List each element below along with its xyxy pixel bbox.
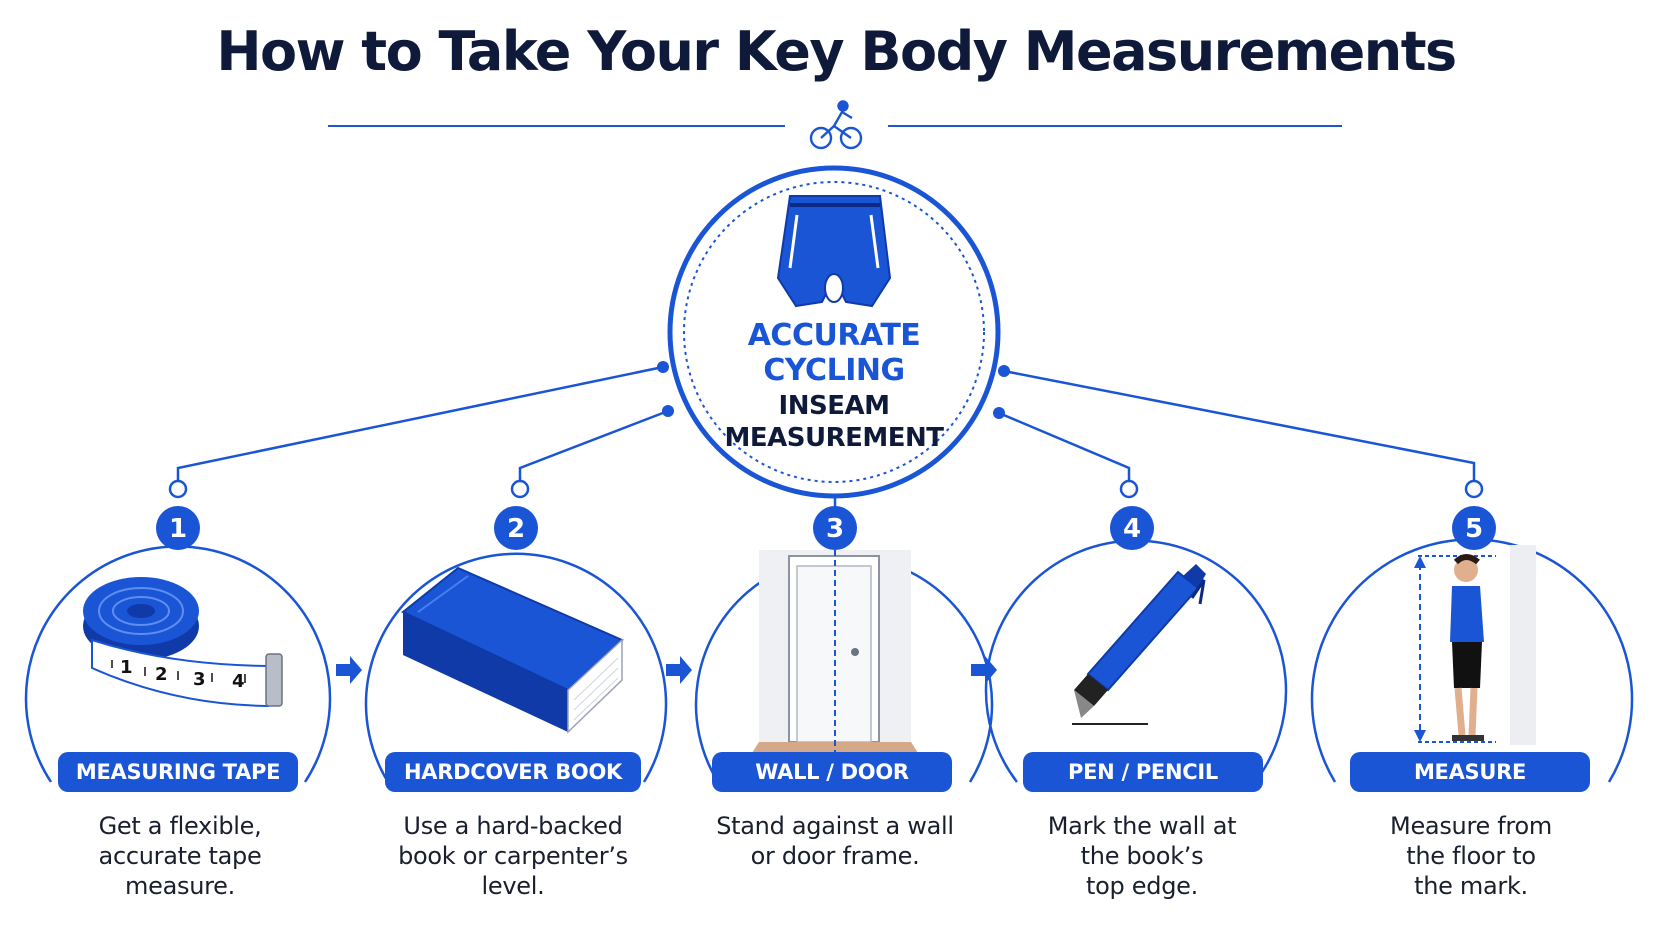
step-4-desc-line: Mark the wall at: [1047, 812, 1237, 840]
step-5-label: MEASURE: [1350, 752, 1590, 792]
step-2-number-badge: [494, 506, 538, 550]
step-4-desc-line: top edge.: [1086, 872, 1198, 900]
step-4-desc-line: the book’s: [1080, 842, 1204, 870]
hub-inner-ring: [683, 181, 985, 483]
measuring-tape-icon: 1 2 3 4: [83, 577, 283, 708]
step-2-arc: [364, 552, 668, 783]
step-1-label: MEASURING TAPE: [58, 752, 298, 792]
step-3-desc-line: or door frame.: [750, 842, 920, 870]
step-4-description: Mark the wall at the book’s top edge.: [997, 811, 1287, 901]
step-3-label: WALL / DOOR FRAME: [712, 752, 952, 824]
step-1-panel: 1 2 3 4: [24, 545, 332, 783]
hub-title-line-3: INSEAM: [778, 391, 890, 421]
cyclist-icon: [809, 100, 863, 150]
tape-tick-3: 3: [193, 669, 206, 690]
step-2-description: Use a hard-backed book or carpenter’s le…: [368, 811, 658, 901]
tape-tick-1: 1: [120, 657, 133, 678]
step-2-label: HARDCOVER BOOK: [385, 752, 641, 792]
hub-title-line-4: MEASUREMENT: [724, 423, 944, 453]
step-5-desc-line: Measure from: [1390, 812, 1552, 840]
step-4-number-badge: [1110, 506, 1154, 550]
step-1-desc-line: Get a flexible,: [98, 812, 262, 840]
pen-icon: [1072, 564, 1206, 725]
door-frame-icon: [750, 530, 920, 756]
step-3-number: 3: [826, 514, 844, 544]
step-3-description: Stand against a wall or door frame.: [690, 811, 980, 871]
cycling-shorts-icon: [776, 195, 892, 308]
step-2-desc-line: book or carpenter’s: [398, 842, 628, 870]
book-icon: [401, 566, 624, 734]
hub-title-line-1: ACCURATE: [747, 318, 921, 353]
step-1-number: 1: [169, 514, 187, 544]
step-3-panel: [694, 530, 994, 783]
step-2-desc-line: Use a hard-backed: [403, 812, 623, 840]
step-5-number: 5: [1465, 514, 1483, 544]
connector-lines: [176, 365, 1476, 507]
person-measuring-icon: [1414, 545, 1536, 745]
connector-end-rings: [168, 479, 1484, 499]
connector-nodes: [657, 361, 1010, 419]
step-4-arc: [984, 539, 1288, 783]
step-2-number: 2: [507, 514, 525, 544]
step-1-desc-line: accurate tape: [98, 842, 262, 870]
step-5-desc-line: the mark.: [1414, 872, 1528, 900]
step-2-desc-line: level.: [481, 872, 545, 900]
step-5-description: Measure from the floor to the mark.: [1326, 811, 1616, 901]
hub-title-line-2: CYCLING: [763, 353, 905, 388]
tape-tick-4: 4: [232, 671, 245, 692]
arrow-right-icon: [971, 656, 997, 684]
step-5-desc-line: the floor to: [1406, 842, 1536, 870]
step-4-number: 4: [1123, 514, 1141, 544]
step-5-number-badge: [1452, 506, 1496, 550]
arrow-right-icon: [666, 656, 692, 684]
tape-tick-2: 2: [155, 664, 168, 685]
step-4-panel: [984, 539, 1288, 783]
step-2-panel: [364, 552, 668, 783]
step-4-label: PEN / PENCIL: [1023, 752, 1263, 792]
step-1-description: Get a flexible, accurate tape measure.: [35, 811, 325, 901]
hub-outer-ring: [667, 165, 1001, 499]
step-arrows: [336, 656, 997, 684]
step-3-number-badge: [813, 506, 857, 550]
arrow-right-icon: [336, 656, 362, 684]
step-3-desc-line: Stand against a wall: [716, 812, 954, 840]
step-5-panel: [1310, 538, 1634, 783]
step-1-number-badge: [156, 506, 200, 550]
step-1-desc-line: measure.: [125, 872, 235, 900]
page-title: How to Take Your Key Body Measurements: [216, 20, 1457, 83]
